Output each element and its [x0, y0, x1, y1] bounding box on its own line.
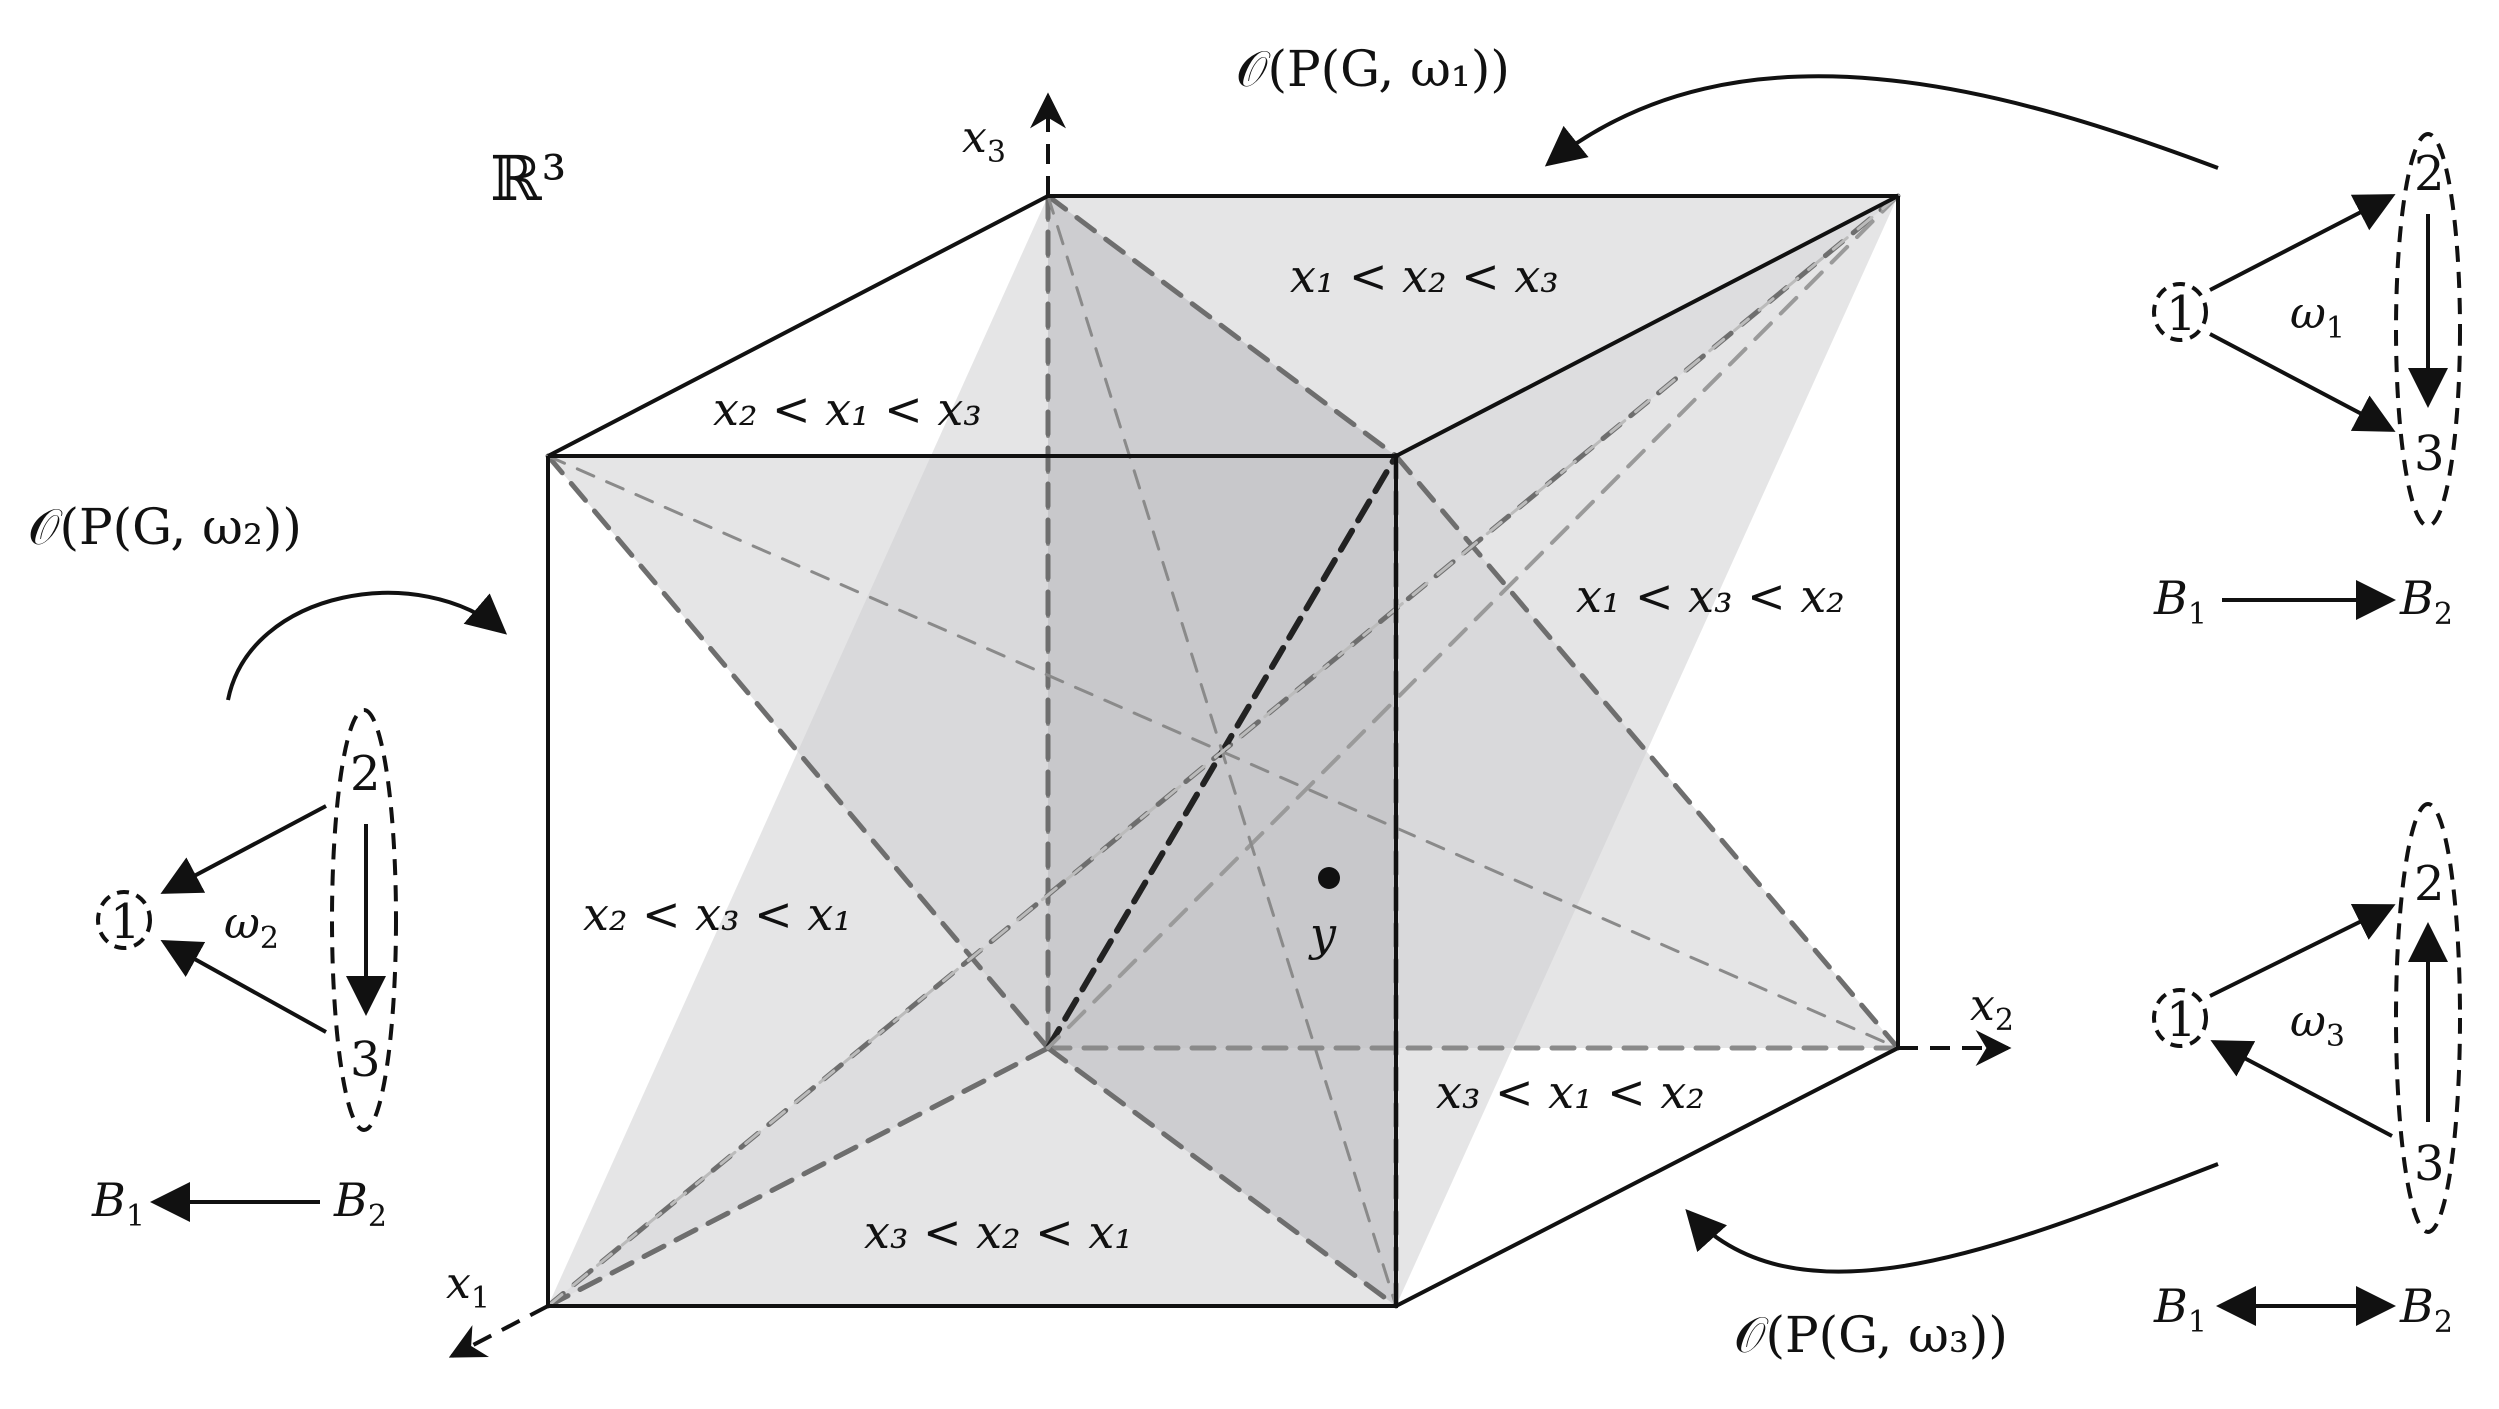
- node-1: 1: [110, 894, 141, 950]
- region-x3-x1-x2: x₃ < x₁ < x₂: [1436, 1065, 1705, 1119]
- orbit-label-w2: 𝒪(P(G, ω₂)): [28, 498, 302, 556]
- block-ellipse-B1: [2152, 282, 2208, 342]
- edge-2-1: [160, 804, 327, 894]
- node-2: 2: [2414, 856, 2445, 912]
- plane-edge: [545, 1045, 1051, 1309]
- interior-dash: [546, 194, 1900, 1308]
- curved-arrow-w2: [226, 590, 508, 701]
- cube-top-edges: [547, 194, 1899, 458]
- block-ellipse-B1: [2152, 988, 2208, 1048]
- block-label-right: B2: [2399, 1279, 2453, 1340]
- omega-label: ω1: [2290, 288, 2345, 346]
- graph-omega-2: 1 2 3 ω2 B1 B2: [91, 708, 398, 1234]
- orbit-arrows: [226, 74, 2219, 1274]
- point-y-label: y: [1308, 907, 1337, 961]
- region-x1-x3-x2: x₁ < x₃ < x₂: [1576, 569, 1845, 623]
- block-ellipse-B1: [96, 890, 152, 950]
- plane-edge: [1045, 1045, 1399, 1309]
- axis-label-x2: x2: [1970, 980, 2014, 1038]
- node-3: 3: [350, 1032, 381, 1088]
- block-label-left: B1: [91, 1173, 145, 1234]
- curved-arrow-w3: [1685, 1162, 2219, 1274]
- axis-x1: [448, 1304, 549, 1358]
- block-ellipse-B2: [330, 708, 398, 1132]
- node-3: 3: [2414, 1136, 2445, 1192]
- orbit-label-w3: 𝒪(P(G, ω₃)): [1734, 1306, 2008, 1364]
- node-1: 1: [2166, 286, 2197, 342]
- edge-1-2: [2209, 194, 2396, 292]
- node-2: 2: [350, 746, 381, 802]
- block-ellipse-B2: [2394, 802, 2462, 1234]
- axis-label-x1: x1: [446, 1258, 490, 1316]
- plane-edge: [545, 453, 1051, 1051]
- block-label-left: B1: [2153, 571, 2207, 632]
- edge-3-1: [2210, 1040, 2393, 1138]
- region-x2-x3-x1: x₂ < x₃ < x₁: [583, 887, 852, 941]
- axes: [448, 92, 2012, 1358]
- plane-edge: [1045, 193, 1399, 459]
- curved-arrow-w1: [1544, 74, 2219, 170]
- region-labels: x₁ < x₂ < x₃ x₂ < x₁ < x₃ x₁ < x₃ < x₂ x…: [583, 249, 1845, 1259]
- hidden-edges: [545, 193, 1901, 1309]
- block-label-right: B2: [333, 1173, 387, 1234]
- block-ellipse-B2: [2394, 132, 2462, 528]
- block-label-right: B2: [2399, 571, 2453, 632]
- region-x2-x1-x3: x₂ < x₁ < x₃: [713, 382, 982, 436]
- edge-1-2: [2209, 904, 2396, 998]
- axis-label-x3: x3: [962, 112, 1006, 170]
- plane-edge: [1046, 194, 1900, 1050]
- plane-edge: [1393, 453, 1901, 1051]
- region-x3-x2-x1: x₃ < x₂ < x₁: [864, 1205, 1133, 1259]
- region-x1-x2-x3: x₁ < x₂ < x₃: [1290, 249, 1559, 303]
- node-1: 1: [2166, 992, 2197, 1048]
- block-label-left: B1: [2153, 1279, 2207, 1340]
- omega-label: ω3: [2290, 996, 2345, 1054]
- node-2: 2: [2414, 146, 2445, 202]
- point-y: [1318, 867, 1340, 889]
- node-3: 3: [2414, 426, 2445, 482]
- graph-omega-1: 1 2 3 ω1 B1 B2: [2152, 132, 2462, 632]
- orbit-label-w1: 𝒪(P(G, ω₁)): [1236, 40, 1510, 98]
- edge-3-1: [160, 940, 327, 1034]
- space-label: ℝ³: [490, 142, 566, 215]
- edge-1-3: [2209, 332, 2396, 432]
- graph-omega-3: 1 2 3 ω3 B1 B2: [2152, 802, 2462, 1340]
- omega-label: ω2: [224, 898, 279, 956]
